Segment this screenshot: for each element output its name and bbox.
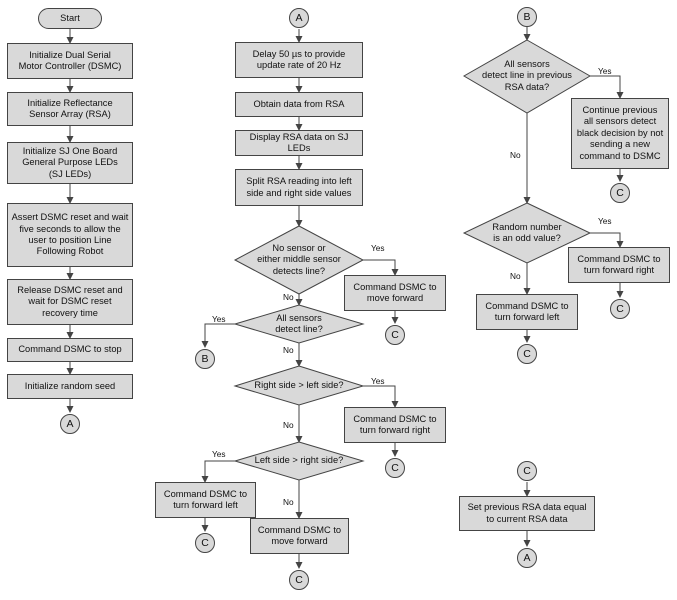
set-previous-data-step: Set previous RSA data equal to current R… bbox=[459, 496, 595, 531]
connector-c-4: C bbox=[289, 570, 309, 590]
decision-no-sensor-diamond bbox=[233, 225, 365, 295]
label-no-right-gt-left: No bbox=[283, 420, 294, 430]
label-no-left-gt-right: No bbox=[283, 497, 294, 507]
delay-step: Delay 50 µs to provide update rate of 20… bbox=[235, 42, 363, 78]
label-no-random-odd: No bbox=[510, 271, 521, 281]
decision-previous-all-diamond bbox=[463, 39, 591, 114]
turn-left-step-2: Command DSMC to turn forward left bbox=[476, 294, 578, 330]
label-yes-all-sensors: Yes bbox=[212, 314, 226, 324]
decision-random-odd-diamond bbox=[462, 202, 592, 264]
label-yes-random-odd: Yes bbox=[598, 216, 612, 226]
connector-c-2: C bbox=[385, 458, 405, 478]
decision-left-gt-right-label: Left side > right side? bbox=[254, 455, 344, 466]
command-stop-step: Command DSMC to stop bbox=[7, 338, 133, 362]
label-yes-no-sensor: Yes bbox=[371, 243, 385, 253]
turn-right-step-1: Command DSMC to turn forward right bbox=[344, 407, 446, 443]
label-yes-left-gt-right: Yes bbox=[212, 449, 226, 459]
connector-c-3: C bbox=[195, 533, 215, 553]
connector-a-bottom-left: A bbox=[60, 414, 80, 434]
assert-reset-step: Assert DSMC reset and wait five seconds … bbox=[7, 203, 133, 267]
connector-c-5: C bbox=[610, 183, 630, 203]
init-seed-step: Initialize random seed bbox=[7, 374, 133, 399]
connector-a-bottom-right: A bbox=[517, 548, 537, 568]
decision-random-odd-label: Random number is an odd value? bbox=[492, 221, 562, 243]
label-no-all-sensors: No bbox=[283, 345, 294, 355]
label-yes-previous-all: Yes bbox=[598, 66, 612, 76]
init-leds-step: Initialize SJ One Board General Purpose … bbox=[7, 142, 133, 184]
turn-left-step-1: Command DSMC to turn forward left bbox=[155, 482, 256, 518]
turn-right-step-2: Command DSMC to turn forward right bbox=[568, 247, 670, 283]
decision-left-gt-right-diamond bbox=[233, 441, 365, 481]
label-no-previous-all: No bbox=[510, 150, 521, 160]
decision-previous-all-label: All sensors detect line in previous RSA … bbox=[482, 58, 572, 92]
label-yes-right-gt-left: Yes bbox=[371, 376, 385, 386]
continue-previous-step: Continue previous all sensors detect bla… bbox=[571, 98, 669, 169]
connector-c-7: C bbox=[517, 344, 537, 364]
connector-b-top: B bbox=[517, 7, 537, 27]
connector-c-1: C bbox=[385, 325, 405, 345]
label-no-no-sensor: No bbox=[283, 292, 294, 302]
decision-no-sensor-label: No sensor or either middle sensor detect… bbox=[257, 242, 341, 276]
decision-all-sensors-label: All sensors detect line? bbox=[275, 312, 323, 334]
connector-b-1: B bbox=[195, 349, 215, 369]
init-dsmc-step: Initialize Dual Serial Motor Controller … bbox=[7, 43, 133, 79]
release-reset-step: Release DSMC reset and wait for DSMC res… bbox=[7, 279, 133, 325]
decision-all-sensors-diamond bbox=[233, 304, 365, 344]
start-terminal: Start bbox=[38, 8, 102, 29]
connector-a-top: A bbox=[289, 8, 309, 28]
move-forward-step-2: Command DSMC to move forward bbox=[250, 518, 349, 554]
obtain-data-step: Obtain data from RSA bbox=[235, 92, 363, 117]
decision-right-gt-left-diamond bbox=[233, 365, 365, 406]
decision-right-gt-left-label: Right side > left side? bbox=[254, 380, 344, 391]
move-forward-step-1: Command DSMC to move forward bbox=[344, 275, 446, 311]
display-data-step: Display RSA data on SJ LEDs bbox=[235, 130, 363, 156]
connector-c-entry: C bbox=[517, 461, 537, 481]
init-rsa-step: Initialize Reflectance Sensor Array (RSA… bbox=[7, 92, 133, 126]
split-reading-step: Split RSA reading into left side and rig… bbox=[235, 169, 363, 206]
connector-c-6: C bbox=[610, 299, 630, 319]
